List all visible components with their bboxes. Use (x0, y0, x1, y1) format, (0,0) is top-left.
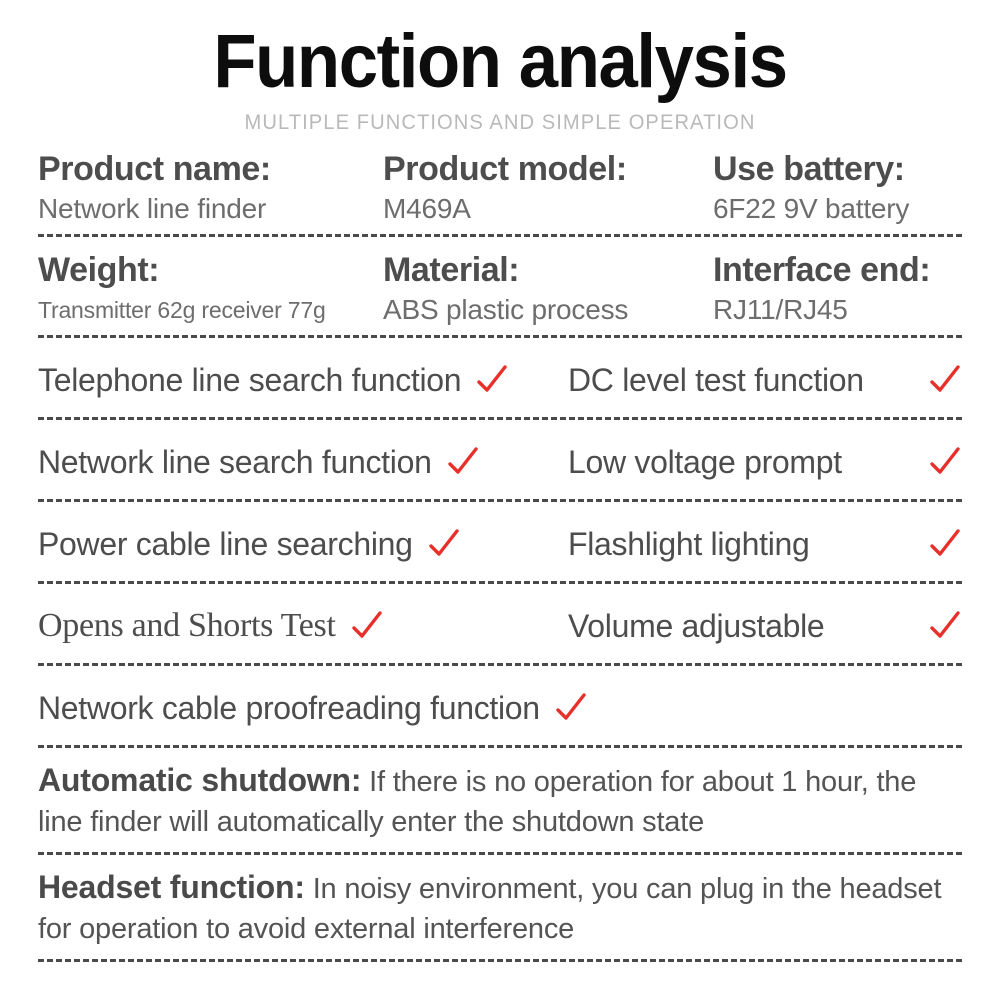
check-icon (928, 363, 962, 397)
feature-label: Volume adjustable (568, 607, 825, 644)
feature-list-4: Opens and Shorts Test Volume adjustable (0, 588, 1000, 663)
divider (38, 663, 962, 666)
paragraph-text: Automatic shutdown: If there is no opera… (38, 760, 962, 842)
check-icon (928, 527, 962, 561)
divider (38, 852, 962, 855)
divider (38, 499, 962, 502)
feature-row: Network line search function Low voltage… (38, 424, 962, 499)
feature-flashlight-lighting: Flashlight lighting (568, 506, 962, 581)
spec-cell-product-model: Product model: M469A (383, 148, 713, 228)
feature-dc-level-test: DC level test function (568, 342, 962, 417)
divider (38, 417, 962, 420)
divider (38, 745, 962, 748)
feature-volume-adjustable: Volume adjustable (568, 588, 962, 663)
feature-list: Telephone line search function DC level … (0, 342, 1000, 417)
divider (38, 335, 962, 338)
check-icon (928, 445, 962, 479)
feature-row: Network cable proofreading function (38, 670, 962, 745)
spec-label: Material: (383, 251, 520, 289)
paragraph-text: Headset function: In noisy environment, … (38, 867, 962, 949)
feature-network-cable-proofreading: Network cable proofreading function (38, 670, 962, 745)
feature-label: Network cable proofreading function (38, 689, 540, 726)
feature-label: Opens and Shorts Test (38, 606, 336, 644)
spec-value: Network line finder (38, 193, 267, 224)
paragraph-lead: Automatic shutdown: (38, 762, 362, 798)
feature-network-line-search: Network line search function (38, 424, 568, 499)
spec-cell-interface-end: Interface end: RJ11/RJ45 (713, 249, 963, 329)
check-icon (928, 609, 962, 643)
feature-label: Network line search function (38, 443, 432, 480)
header: Function analysis MULTIPLE FUNCTIONS AND… (0, 0, 1000, 136)
spec-cell-use-battery: Use battery: 6F22 9V battery (713, 148, 963, 228)
spec-row: Product name: Network line finder Produc… (38, 148, 962, 234)
divider (38, 581, 962, 584)
paragraph-body: If there is no operation for about 1 hou… (38, 766, 917, 838)
spec-value: 6F22 9V battery (713, 193, 910, 224)
feature-row: Telephone line search function DC level … (38, 342, 962, 417)
paragraph-lead: Headset function: (38, 869, 305, 905)
paragraph-headset-function: Headset function: In noisy environment, … (38, 855, 962, 959)
feature-list-3: Power cable line searching Flashlight li… (0, 506, 1000, 581)
spec-cell-product-name: Product name: Network line finder (38, 148, 383, 228)
spec-cell-material: Material: ABS plastic process (383, 249, 713, 329)
paragraph-automatic-shutdown: Automatic shutdown: If there is no opera… (38, 748, 962, 852)
spec-cell-weight: Weight: Transmitter 62g receiver 77g (38, 249, 383, 329)
spec-label: Use battery: (713, 150, 905, 188)
feature-label: Flashlight lighting (568, 525, 810, 562)
spec-row: Weight: Transmitter 62g receiver 77g Mat… (38, 249, 962, 335)
check-icon (554, 691, 588, 725)
feature-power-cable-search: Power cable line searching (38, 506, 568, 581)
feature-row: Opens and Shorts Test Volume adjustable (38, 588, 962, 663)
spec-value: ABS plastic process (383, 294, 629, 325)
check-icon (427, 527, 461, 561)
paragraph-section: Automatic shutdown: If there is no opera… (0, 748, 1000, 852)
feature-list-5: Network cable proofreading function (0, 670, 1000, 745)
feature-label: Telephone line search function (38, 361, 462, 398)
feature-row: Power cable line searching Flashlight li… (38, 506, 962, 581)
page-title: Function analysis (213, 19, 788, 104)
feature-label: DC level test function (568, 361, 864, 398)
spec-label: Product name: (38, 150, 271, 188)
check-icon (350, 609, 384, 643)
divider (38, 959, 962, 962)
spec-label: Interface end: (713, 251, 931, 289)
spec-label: Weight: (38, 251, 160, 289)
spec-table-2: Weight: Transmitter 62g receiver 77g Mat… (0, 249, 1000, 335)
feature-opens-shorts-test: Opens and Shorts Test (38, 588, 568, 663)
feature-list-2: Network line search function Low voltage… (0, 424, 1000, 499)
check-icon (446, 445, 480, 479)
feature-telephone-line-search: Telephone line search function (38, 342, 568, 417)
spec-label: Product model: (383, 150, 627, 188)
check-icon (475, 363, 509, 397)
paragraph-body: In noisy environment, you can plug in th… (38, 873, 942, 945)
feature-low-voltage-prompt: Low voltage prompt (568, 424, 962, 499)
paragraph-section-2: Headset function: In noisy environment, … (0, 855, 1000, 959)
divider (38, 234, 962, 237)
spec-table: Product name: Network line finder Produc… (0, 148, 1000, 234)
page-subtitle: MULTIPLE FUNCTIONS AND SIMPLE OPERATION (244, 111, 756, 134)
feature-label: Power cable line searching (38, 525, 413, 562)
spec-value: Transmitter 62g receiver 77g (38, 297, 326, 323)
feature-label: Low voltage prompt (568, 443, 842, 480)
spec-value: RJ11/RJ45 (713, 294, 848, 325)
spec-value: M469A (383, 193, 471, 224)
